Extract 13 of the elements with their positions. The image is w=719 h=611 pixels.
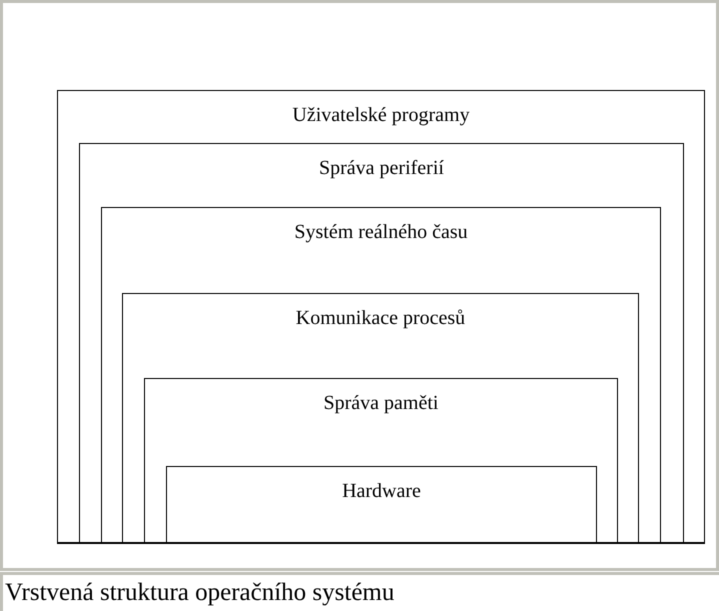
caption: Vrstvená struktura operačního systému — [5, 578, 394, 608]
layer-box — [79, 143, 684, 544]
layer-label: Správa paměti — [324, 391, 438, 415]
layer-box — [101, 207, 661, 544]
layer-label: Hardware — [342, 479, 421, 503]
layer-box — [144, 378, 618, 544]
layer-box — [166, 466, 597, 544]
layer-label: Komunikace procesů — [296, 306, 466, 330]
layer-label: Systém reálného času — [294, 220, 468, 244]
layer-label: Uživatelské programy — [292, 103, 470, 127]
layer-label: Správa periferií — [319, 156, 444, 180]
layer-box — [122, 293, 639, 544]
layer-box — [57, 90, 705, 544]
